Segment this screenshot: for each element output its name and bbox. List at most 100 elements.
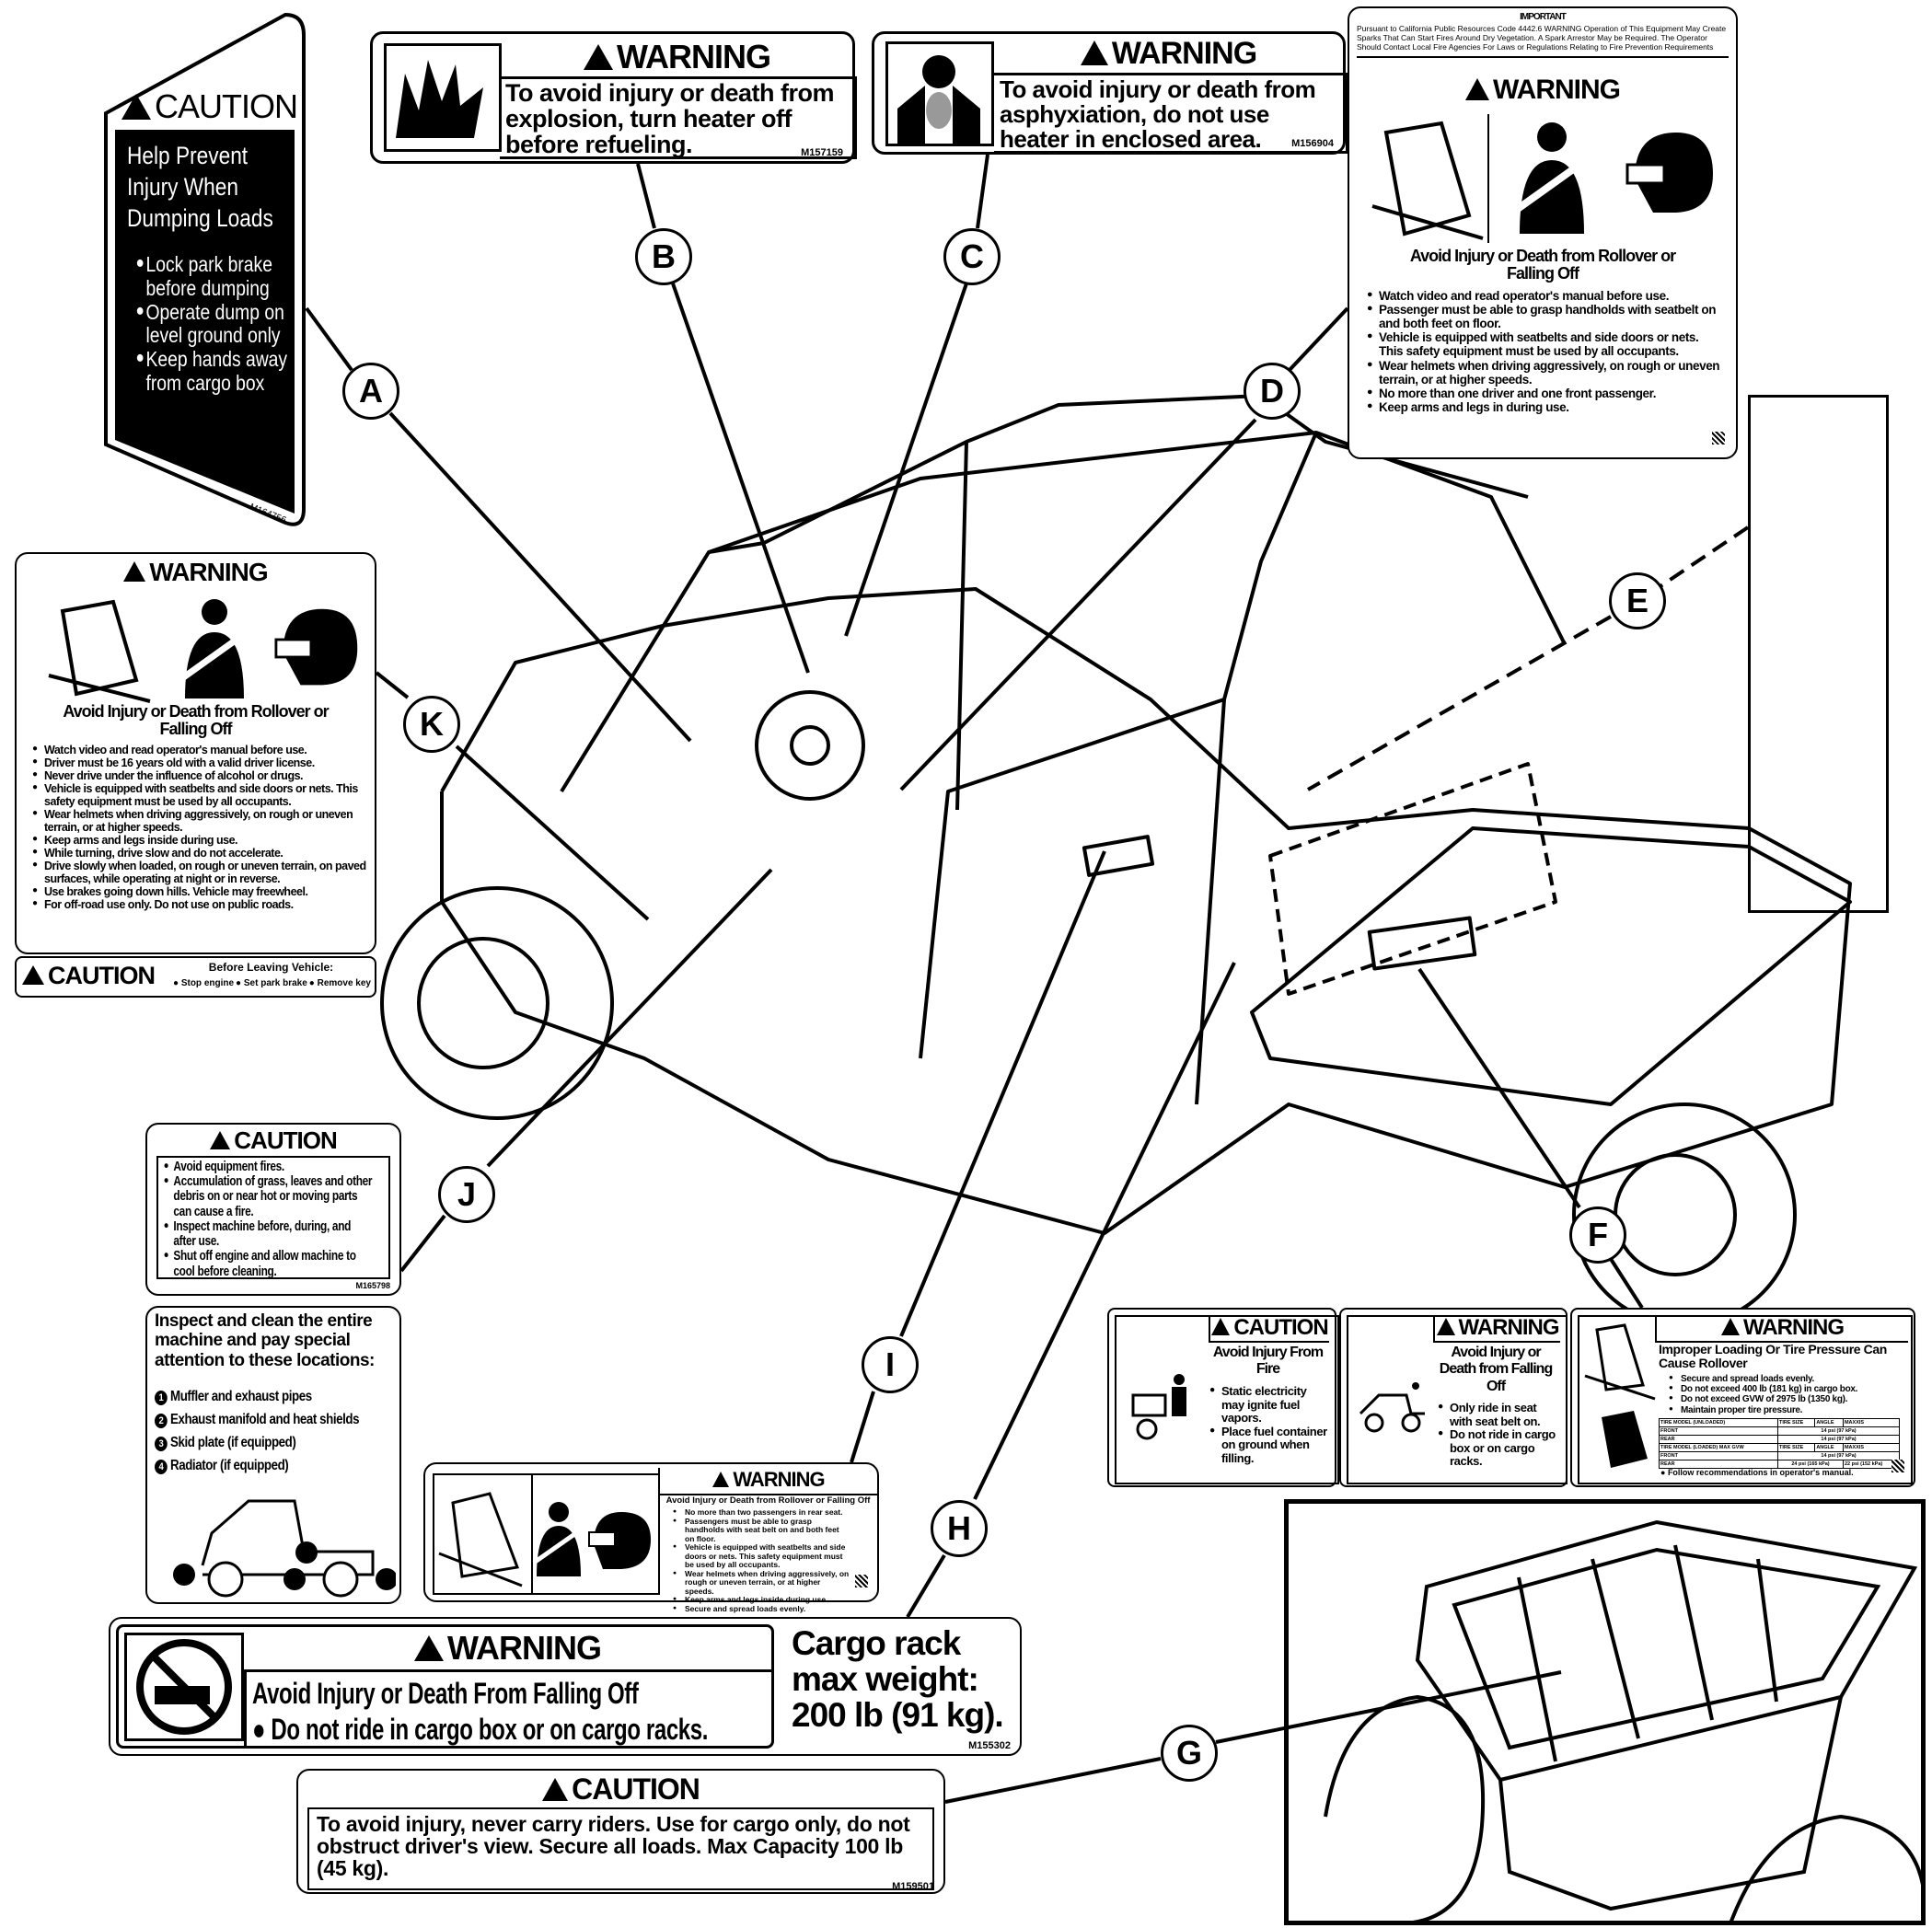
- roll-cage-rear: [919, 431, 1567, 1059]
- warning-triangle-icon: [121, 93, 151, 120]
- decal-j-bullets: Avoid equipment fires. Accumulation of g…: [158, 1158, 377, 1277]
- riders-utv-icon: [1359, 1382, 1425, 1433]
- decal-j-bullet-box: Avoid equipment fires. Accumulation of g…: [156, 1156, 390, 1279]
- callout-j: J: [438, 1166, 495, 1223]
- location-item: 4 Radiator (if equipped): [155, 1454, 388, 1477]
- bullet: Wear helmets when driving aggressively, …: [1367, 359, 1725, 387]
- decal-f-warning-loading: WARNING Improper Loading Or Tire Pressur…: [1570, 1308, 1915, 1487]
- important-text: Pursuant to California Public Resources …: [1357, 24, 1729, 58]
- asphyxiation-icon: [885, 41, 994, 146]
- seat-decal-area: [1082, 835, 1155, 877]
- caution-signal-word: CAUTION: [22, 962, 156, 990]
- bullet: Avoid equipment fires.: [164, 1160, 374, 1174]
- bullet: Inspect machine before, during, and afte…: [164, 1219, 374, 1249]
- steering-wheel: [755, 690, 865, 801]
- bullet: Passenger must be able to grasp handhold…: [1367, 303, 1725, 330]
- decal-i: WARNING Avoid Injury or Death from Rollo…: [423, 1462, 879, 1612]
- decal-k-caution-strip: CAUTION Before Leaving Vehicle: ● Stop e…: [15, 956, 376, 998]
- cargo-box: [1250, 826, 1852, 1106]
- bullet: Use brakes going down hills. Vehicle may…: [32, 885, 369, 898]
- bullet: Vehicle is equipped with seatbelts and s…: [1367, 330, 1725, 358]
- bullet: Static electricity may ignite fuel vapor…: [1209, 1384, 1329, 1426]
- decal-g: CAUTION To avoid injury, never carry rid…: [296, 1769, 945, 1894]
- decal-h: WARNING Avoid Injury or Death From Falli…: [109, 1617, 1022, 1756]
- decal-g-text: To avoid injury, never carry riders. Use…: [307, 1807, 934, 1890]
- decal-f-caution-heading: Avoid Injury From Fire: [1212, 1345, 1324, 1378]
- bullet: No more than one driver and one front pa…: [1367, 387, 1725, 400]
- bullet: For off-road use only. Do not use on pub…: [32, 898, 369, 911]
- decal-h-warning-panel: WARNING Avoid Injury or Death From Falli…: [116, 1624, 774, 1749]
- decal-i-heading: Avoid Injury or Death from Rollover or F…: [665, 1495, 871, 1506]
- front-wheel: [380, 886, 614, 1120]
- decal-b-signal-word: WARNING: [502, 38, 852, 76]
- no-riders-icon: [124, 1633, 244, 1741]
- warning-triangle-icon: [542, 1777, 569, 1801]
- callout-d: D: [1244, 363, 1301, 420]
- warning-triangle-icon: [1211, 1318, 1231, 1336]
- decal-a-bullets: Lock park brake before dumping Operate d…: [129, 252, 300, 396]
- caution-heading: Before Leaving Vehicle:: [208, 961, 334, 974]
- decal-f-warning1-signal-word: WARNING: [1433, 1315, 1560, 1343]
- fire-icon-panel: [1115, 1315, 1339, 1484]
- decal-j-caution: CAUTION Avoid equipment fires. Accumulat…: [145, 1123, 401, 1296]
- bullet: Passengers must be able to grasp handhol…: [673, 1517, 850, 1544]
- callout-f: F: [1569, 1206, 1626, 1264]
- roll-cage-top: [708, 431, 1317, 554]
- bullet: Keep arms and legs inside during use.: [673, 1596, 850, 1605]
- bullet: Only ride in seat with seat belt on.: [1438, 1401, 1560, 1428]
- decal-b: WARNING To avoid injury or death from ex…: [370, 31, 857, 164]
- bullet: Vehicle is equipped with seatbelts and s…: [32, 782, 369, 808]
- location-item: 2 Exhaust manifold and heat shields: [155, 1408, 388, 1431]
- callout-c: C: [943, 228, 1001, 285]
- decal-c-signal-word: WARNING: [994, 36, 1343, 72]
- decal-c: WARNING To avoid injury or death from as…: [872, 31, 1348, 155]
- warning-triangle-icon: [1721, 1318, 1740, 1336]
- warning-triangle-icon: [1436, 1318, 1455, 1336]
- bullet: While turning, drive slow and do not acc…: [32, 847, 369, 860]
- decal-f-warning1-bullets: Only ride in seat with seat belt on. Do …: [1437, 1401, 1560, 1469]
- callout-k: K: [403, 696, 460, 753]
- warning-triangle-icon: [414, 1634, 444, 1661]
- qr-code-icon: [1892, 1460, 1904, 1472]
- bullet: Driver must be 16 years old with a valid…: [32, 756, 369, 769]
- decal-f-warning2-footer: ● Follow recommendations in operator's m…: [1660, 1468, 1854, 1477]
- bullet: Keep arms and legs inside during use.: [32, 834, 369, 847]
- decal-k-signal-word: WARNING: [17, 558, 375, 587]
- decal-f-warning2-bullets: Secure and spread loads evenly. Do not e…: [1668, 1374, 1908, 1415]
- decal-a-heading: Help Prevent Injury When Dumping Loads: [127, 142, 273, 232]
- warning-triangle-icon: [1465, 77, 1489, 100]
- bullet: Vehicle is equipped with seatbelts and s…: [673, 1542, 850, 1570]
- bullet: Operate dump on level ground only: [136, 300, 300, 349]
- inspect-heading: Inspect and clean the entire machine and…: [155, 1311, 375, 1370]
- cargo-rack-weight: Cargo rack max weight: 200 lb (91 kg).: [792, 1624, 1004, 1734]
- location-item: 1 Muffler and exhaust pipes: [155, 1385, 388, 1408]
- bullet: Never drive under the influence of alcoh…: [32, 769, 369, 782]
- decal-h-text-box: Avoid Injury or Death From Falling Off ●…: [244, 1669, 771, 1746]
- warning-triangle-icon: [1080, 40, 1108, 65]
- caution-items: ● Stop engine ● Set park brake ● Remove …: [173, 978, 371, 988]
- front-cargo-rack-inset: [1284, 1499, 1926, 1925]
- warning-triangle-icon: [584, 43, 613, 70]
- caution-item: Set park brake: [243, 978, 307, 988]
- decal-k-bullets: Watch video and read operator's manual b…: [31, 744, 369, 911]
- rollover-icon: [1368, 114, 1489, 243]
- callout-g: G: [1161, 1725, 1218, 1782]
- vehicle-body: [440, 587, 1852, 1235]
- loading-icon-panel: [1578, 1315, 1913, 1484]
- decal-d-signal-word: WARNING: [1349, 75, 1736, 106]
- bullet: Do not exceed 400 lb (181 kg) in cargo b…: [1669, 1384, 1908, 1394]
- bullet: Secure and spread loads evenly.: [673, 1604, 850, 1614]
- decal-c-text: To avoid injury or death from asphyxiati…: [994, 73, 1348, 154]
- falling-icon-panel: [1347, 1315, 1568, 1484]
- decal-f-caution-signal-word: CAUTION: [1209, 1315, 1329, 1343]
- part-number: M165798: [355, 1281, 390, 1290]
- warning-triangle-icon: [712, 1472, 730, 1488]
- part-number: M159501: [892, 1881, 934, 1892]
- qr-code-icon: [855, 1575, 868, 1587]
- bullet: Place fuel container on ground when fill…: [1209, 1425, 1329, 1466]
- decal-f-warning-falling: WARNING Avoid Injury or Death from Falli…: [1339, 1308, 1568, 1487]
- decal-f-warning2-heading: Improper Loading Or Tire Pressure Can Ca…: [1659, 1342, 1887, 1370]
- decal-i-signal-word: WARNING: [658, 1468, 877, 1495]
- decal-k: WARNING Avoid Injury or Death from Rollo…: [15, 552, 376, 954]
